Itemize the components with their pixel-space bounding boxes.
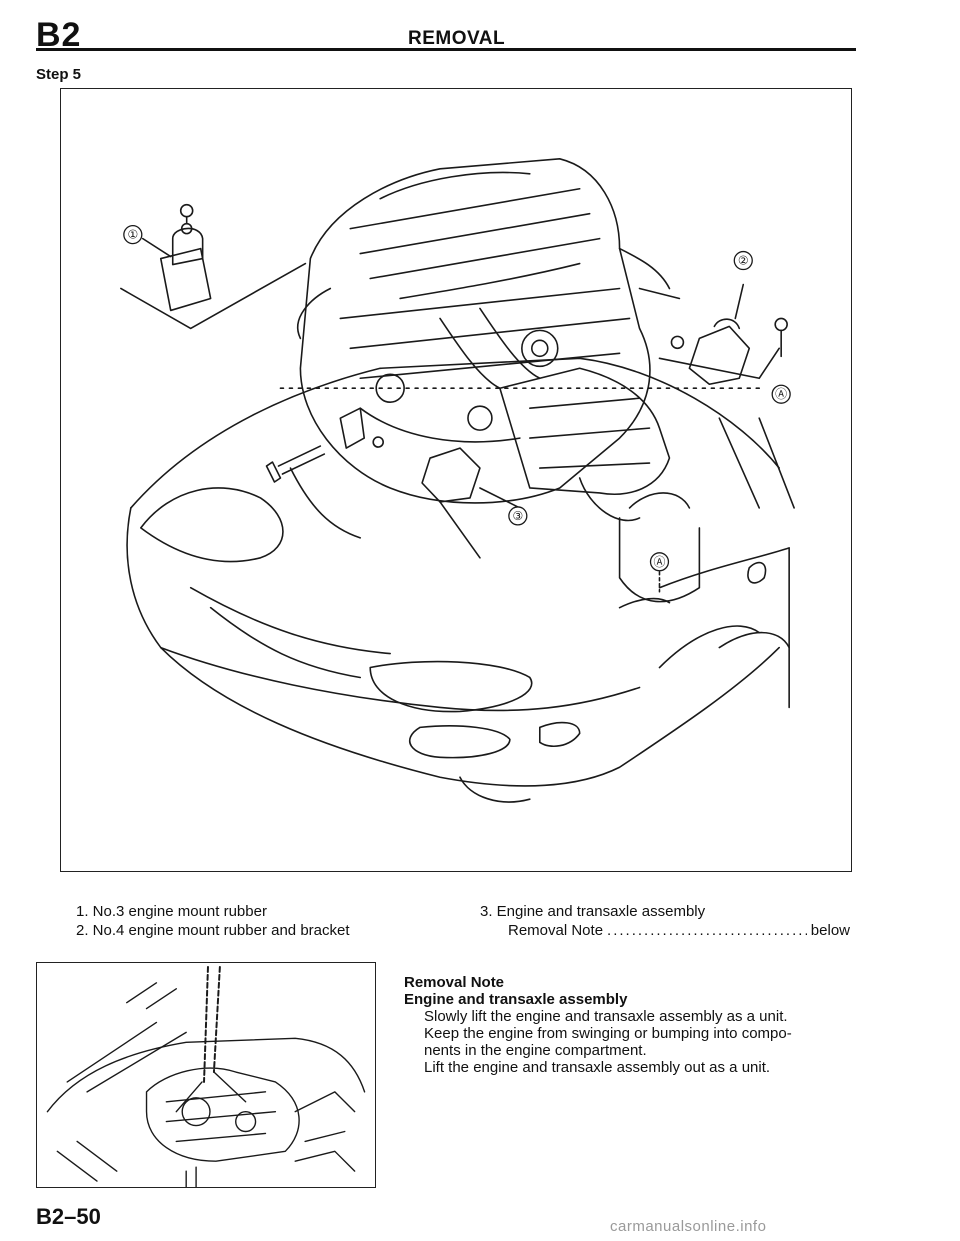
page-title: REMOVAL <box>408 28 506 49</box>
callout-3-label: ③ <box>512 509 523 523</box>
note-subheading: Engine and transaxle assembly <box>404 991 628 1008</box>
hoist-chain <box>175 965 247 1113</box>
legend-item-3-ref: below <box>810 922 850 939</box>
hoist-illustration <box>36 962 376 1188</box>
engine-block <box>297 158 681 504</box>
legend-item-1: 1. No.3 engine mount rubber <box>76 903 267 920</box>
car-body-outline <box>126 357 795 803</box>
callout-a-upper-label: Ⓐ <box>775 387 787 401</box>
removal-note: Removal Note Engine and transaxle assemb… <box>404 974 854 1076</box>
mount-2-illustration <box>658 283 788 386</box>
note-line-4: Lift the engine and transaxle assembly o… <box>424 1059 771 1076</box>
note-heading: Removal Note <box>404 974 505 991</box>
bolt-illustration <box>265 407 384 483</box>
section-code: B2 <box>36 16 82 54</box>
page-number: B2–50 <box>36 1204 101 1229</box>
legend-item-3-note: Removal Note <box>508 922 604 939</box>
engine-removal-illustration: ① ② ③ Ⓐ Ⓐ <box>60 88 852 872</box>
callout-2 <box>733 250 753 271</box>
callout-1-label: ① <box>127 228 138 242</box>
legend-item-3-note-row: Removal Note ...........................… <box>508 921 850 940</box>
mount-1-illustration <box>120 203 307 330</box>
note-line-3: nents in the engine compartment. <box>424 1042 647 1059</box>
legend-item-2: 2. No.4 engine mount rubber and bracket <box>76 922 350 939</box>
engine-compartment-outline <box>46 982 366 1187</box>
callout-a-lower-label: Ⓐ <box>654 555 666 569</box>
transaxle-assembly <box>499 367 671 522</box>
callout-a-lower <box>649 552 670 572</box>
callout-1 <box>123 225 143 245</box>
mount-3-illustration <box>421 447 521 559</box>
callout-a-upper <box>771 384 791 404</box>
note-line-1: Slowly lift the engine and transaxle ass… <box>424 1008 788 1025</box>
legend-item-3: 3. Engine and transaxle assembly <box>480 903 706 920</box>
callout-3 <box>508 506 528 526</box>
leader-dots: ........................................… <box>607 922 807 939</box>
note-line-2: Keep the engine from swinging or bumping… <box>424 1025 792 1042</box>
step-label: Step 5 <box>36 66 82 83</box>
callout-2-label: ② <box>738 254 749 268</box>
watermark: carmanualsonline.info <box>610 1218 767 1235</box>
locator-a-lower <box>618 570 671 609</box>
header-rule <box>36 48 856 51</box>
